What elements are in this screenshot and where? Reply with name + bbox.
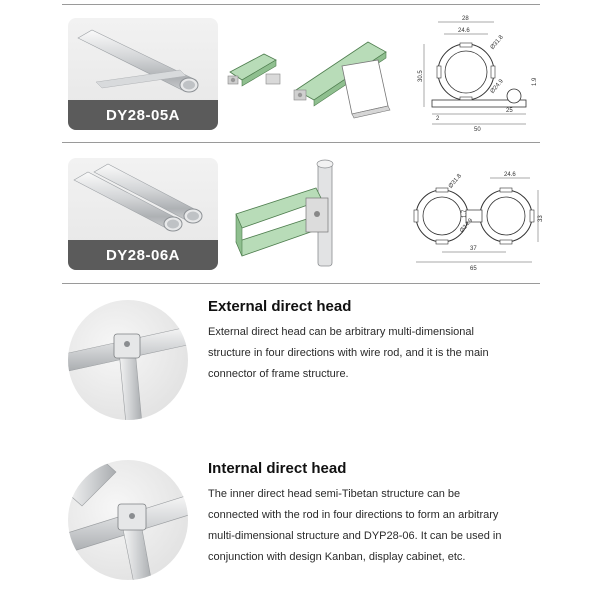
product-photo-card: DY28-05A [68, 18, 218, 130]
double-tube-image [73, 163, 203, 232]
product-row-dy28-05a: DY28-05A 28 24.6 Ø31.8 [62, 10, 540, 132]
product-row-dy28-06a: DY28-06A 24.6 Ø31.8 Ø24.9 1.7 33 37 65 [62, 150, 542, 272]
feature-photo [68, 300, 188, 420]
dim-dia-a: Ø31.8 [448, 173, 464, 190]
internal-connector-image [68, 460, 188, 580]
dim-flange: 1.9 [532, 77, 538, 86]
section-divider [62, 283, 540, 284]
dim-total-width: 50 [474, 127, 481, 132]
feature-internal-direct-head: Internal direct head The inner direct he… [62, 456, 540, 596]
dim-center-span: 37 [470, 246, 477, 252]
profile-drawing-dy28-05a: 28 24.6 Ø31.8 Ø24.9 30.5 1.9 2 25 50 [418, 16, 538, 132]
feature-external-direct-head: External direct head External direct hea… [62, 292, 540, 442]
feature-description: External direct head can be arbitrary mu… [208, 326, 489, 380]
product-photo-card: DY28-06A [68, 158, 218, 270]
dim-dia-a: Ø31.8 [490, 34, 506, 51]
dim-top-width: 28 [462, 16, 469, 22]
dim-inner-width: 24.6 [504, 172, 516, 178]
dim-left-gap: 2 [436, 116, 440, 122]
dim-height: 33 [538, 215, 542, 222]
assembly-illustration [235, 159, 334, 267]
dim-inner-width: 24.6 [458, 28, 470, 34]
feature-title: Internal direct head [208, 460, 347, 477]
top-divider [62, 4, 540, 5]
dim-slot: 1.7 [462, 209, 468, 218]
assembly-illustration [227, 41, 391, 119]
model-label: DY28-05A [68, 100, 218, 130]
dim-height: 30.5 [418, 70, 424, 82]
feature-photo [68, 460, 188, 580]
single-tube-image [77, 29, 199, 93]
dim-total-width: 65 [470, 266, 477, 272]
model-label: DY28-06A [68, 240, 218, 270]
profile-drawing-dy28-06a: 24.6 Ø31.8 Ø24.9 1.7 33 37 65 [413, 172, 542, 272]
feature-title: External direct head [208, 298, 352, 315]
section-divider [62, 142, 540, 143]
feature-description: The inner direct head semi-Tibetan struc… [208, 488, 502, 563]
external-connector-image [68, 326, 188, 420]
dim-right-span: 25 [506, 108, 513, 114]
